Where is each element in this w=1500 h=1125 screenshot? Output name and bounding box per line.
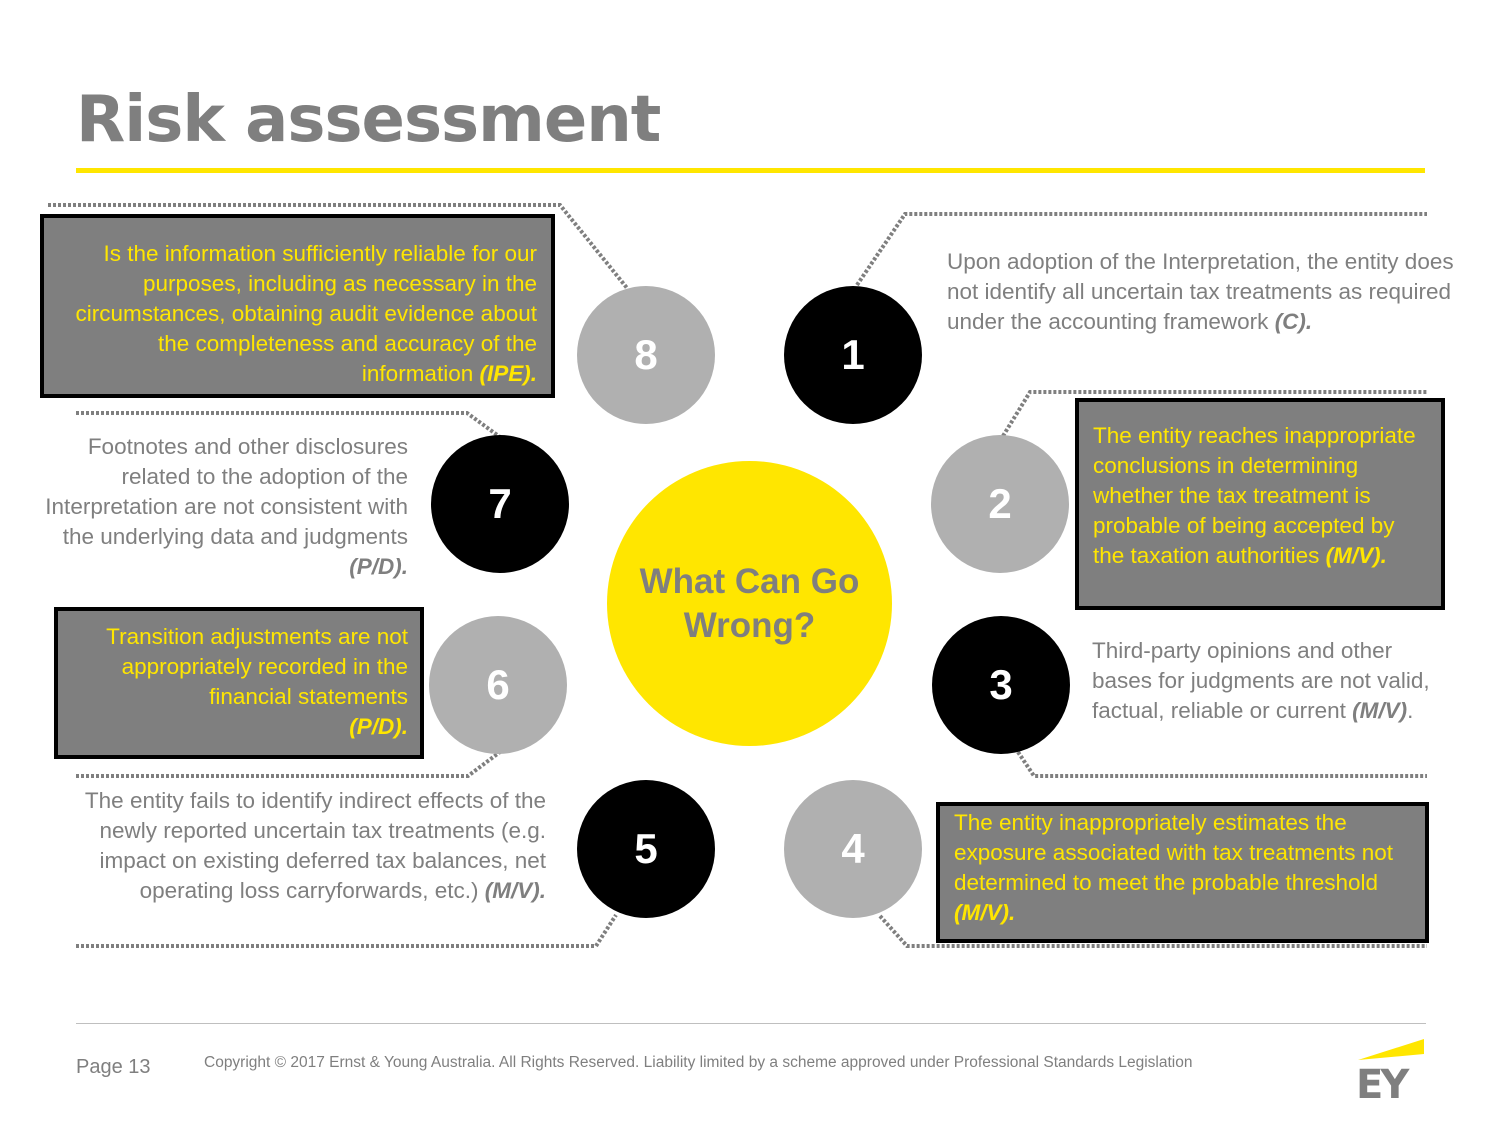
risk-4-text: The entity inappropriately estimates the… bbox=[954, 810, 1393, 895]
risk-1-text: Upon adoption of the Interpretation, the… bbox=[947, 249, 1454, 334]
connector-5 bbox=[76, 913, 618, 948]
risk-2-box: The entity reaches inappropriate conclus… bbox=[1075, 398, 1445, 610]
connector-4 bbox=[878, 914, 1427, 948]
risk-7-tag: (P/D). bbox=[349, 554, 408, 579]
risk-circle-2: 2 bbox=[931, 435, 1069, 573]
center-question: What Can Go Wrong? bbox=[607, 461, 892, 746]
risk-6-box: Transition adjustments are not appropria… bbox=[54, 607, 424, 759]
risk-8-text: Is the information sufficiently reliable… bbox=[75, 241, 537, 386]
risk-circle-3: 3 bbox=[932, 616, 1070, 754]
page-number: Page 13 bbox=[76, 1056, 151, 1078]
risk-7-text-block: Footnotes and other disclosures related … bbox=[45, 432, 408, 582]
risk-6-text: Transition adjustments are not appropria… bbox=[106, 624, 408, 709]
risk-5-text-block: The entity fails to identify indirect ef… bbox=[65, 786, 546, 906]
risk-circle-5: 5 bbox=[577, 780, 715, 918]
risk-5-tag: (M/V). bbox=[484, 878, 546, 903]
logo-beam-icon bbox=[1358, 1039, 1424, 1060]
risk-circle-8: 8 bbox=[577, 286, 715, 424]
risk-8-tag: (IPE). bbox=[479, 361, 537, 386]
risk-7-text: Footnotes and other disclosures related … bbox=[45, 434, 408, 549]
page-title: Risk assessment bbox=[76, 83, 661, 157]
risk-4-box: The entity inappropriately estimates the… bbox=[936, 802, 1429, 943]
risk-1-tag: (C). bbox=[1274, 309, 1313, 334]
risk-5-text: The entity fails to identify indirect ef… bbox=[84, 788, 546, 903]
logo-text: EY bbox=[1356, 1062, 1409, 1108]
title-underline bbox=[76, 168, 1425, 173]
risk-4-tag: (M/V). bbox=[954, 900, 1016, 925]
risk-2-text: The entity reaches inappropriate conclus… bbox=[1093, 423, 1416, 568]
center-question-line-2: Wrong? bbox=[683, 605, 816, 645]
risk-3-suffix: . bbox=[1407, 698, 1414, 723]
ey-logo: EY bbox=[1356, 1036, 1426, 1108]
connector-1 bbox=[855, 212, 1427, 287]
risk-6-tag: (P/D). bbox=[349, 714, 408, 739]
center-question-line-1: What Can Go bbox=[639, 561, 860, 601]
connector-7 bbox=[76, 411, 502, 439]
risk-circle-4: 4 bbox=[784, 780, 922, 918]
risk-8-box: Is the information sufficiently reliable… bbox=[40, 214, 555, 398]
risk-3-text-block: Third-party opinions and other bases for… bbox=[1092, 636, 1437, 726]
connector-6 bbox=[76, 750, 502, 778]
risk-circle-1: 1 bbox=[784, 286, 922, 424]
connector-3 bbox=[1016, 750, 1427, 778]
risk-circle-6: 6 bbox=[429, 616, 567, 754]
risk-2-tag: (M/V). bbox=[1325, 543, 1387, 568]
footer-divider bbox=[76, 1023, 1426, 1024]
risk-1-text-block: Upon adoption of the Interpretation, the… bbox=[947, 247, 1457, 337]
risk-3-tag: (M/V) bbox=[1352, 698, 1408, 723]
connector-2 bbox=[1001, 390, 1427, 438]
risk-3-text: Third-party opinions and other bases for… bbox=[1092, 638, 1430, 723]
risk-circle-7: 7 bbox=[431, 435, 569, 573]
copyright-notice: Copyright © 2017 Ernst & Young Australia… bbox=[204, 1054, 1193, 1071]
connector-8 bbox=[48, 203, 629, 290]
